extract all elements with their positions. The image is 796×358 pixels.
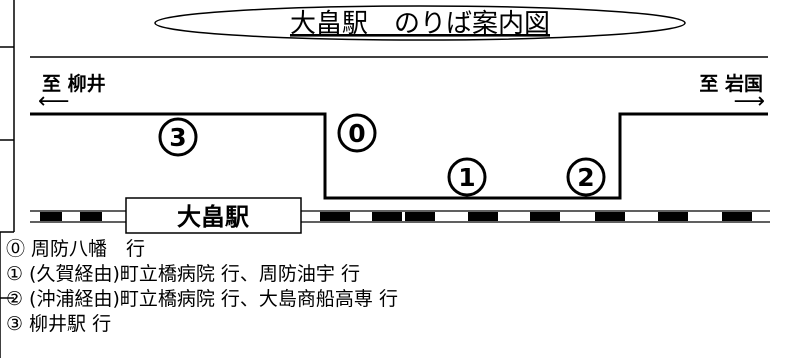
platform-outline	[30, 112, 768, 200]
track-tie	[320, 212, 350, 221]
track-tie	[40, 212, 62, 221]
platform-1-marker: 1	[447, 157, 487, 197]
platform-2-marker: 2	[566, 157, 606, 197]
track-tie	[530, 212, 560, 221]
title-ellipse	[154, 5, 686, 41]
legend-item-1: ①(久賀経由)町立橋病院 行、周防油宇 行	[6, 262, 360, 286]
legend-text-3: 柳井駅 行	[29, 313, 112, 335]
track-tie	[658, 212, 688, 221]
legend-mark-0: ⓪	[6, 238, 26, 260]
legend-mark-2: ②	[6, 288, 24, 310]
direction-right-label: 至 岩国	[699, 72, 763, 95]
platform-0-number: 0	[348, 119, 365, 148]
station-name-box	[125, 197, 302, 234]
direction-left-label: 至 柳井	[42, 72, 106, 95]
direction-right-arrow: ⟶	[733, 89, 765, 114]
legend-mark-3: ③	[6, 313, 24, 335]
platform-3-number: 3	[169, 123, 186, 152]
page-frame-left	[0, 0, 15, 358]
legend-text-2: (沖浦経由)町立橋病院 行、大島商船高専 行	[29, 288, 398, 310]
direction-left-arrow: ⟵	[38, 89, 70, 114]
legend-text-1: (久賀経由)町立橋病院 行、周防油宇 行	[29, 263, 360, 285]
station-name: 大畠駅	[177, 203, 249, 231]
platform-1-number: 1	[458, 163, 475, 192]
legend-item-2: ②(沖浦経由)町立橋病院 行、大島商船高専 行	[6, 287, 398, 311]
legend-mark-1: ①	[6, 263, 24, 285]
platform-3-marker: 3	[158, 117, 198, 157]
track-tie	[722, 212, 752, 221]
track-tie	[80, 212, 102, 221]
platform-2-number: 2	[577, 163, 594, 192]
legend-text-0: 周防八幡 行	[31, 238, 146, 260]
page-title: 大畠駅 のりば案内図	[290, 9, 550, 39]
track-tie	[595, 212, 625, 221]
track-tie	[468, 212, 498, 221]
track-tie	[405, 212, 435, 221]
platform-0-marker: 0	[337, 113, 377, 153]
track-tie	[372, 212, 402, 221]
